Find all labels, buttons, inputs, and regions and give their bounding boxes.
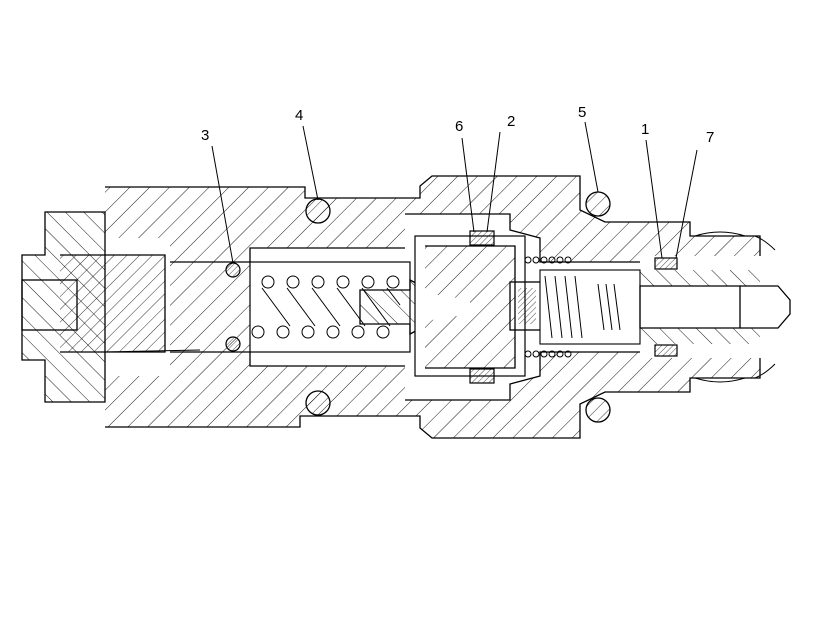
seal-3-upper xyxy=(225,262,241,278)
callout-4: 4 xyxy=(295,107,303,124)
seal-4-lower xyxy=(305,390,331,416)
callout-6: 6 xyxy=(455,118,463,135)
main-spring xyxy=(251,275,401,339)
right-end-fitting xyxy=(694,231,776,383)
seal-3-lower xyxy=(225,336,241,352)
callout-labels: 3 4 6 2 5 1 7 xyxy=(201,104,714,146)
seal-5-lower xyxy=(585,397,611,423)
left-adapter xyxy=(21,211,201,403)
seals xyxy=(225,191,678,423)
seal-2-upper xyxy=(469,230,495,246)
callout-7: 7 xyxy=(706,129,714,146)
callout-2: 2 xyxy=(507,113,515,130)
callout-1: 1 xyxy=(641,121,649,138)
valve-spool xyxy=(414,235,543,377)
seal-1-lower xyxy=(654,344,678,357)
seal-4-upper xyxy=(305,198,331,224)
callout-5: 5 xyxy=(578,104,586,121)
leader-lines xyxy=(211,121,698,264)
poppet-spring xyxy=(524,256,791,358)
seal-1-upper xyxy=(654,257,678,270)
seal-5-upper xyxy=(585,191,611,217)
seal-2-lower xyxy=(469,368,495,384)
callout-3: 3 xyxy=(201,127,209,144)
